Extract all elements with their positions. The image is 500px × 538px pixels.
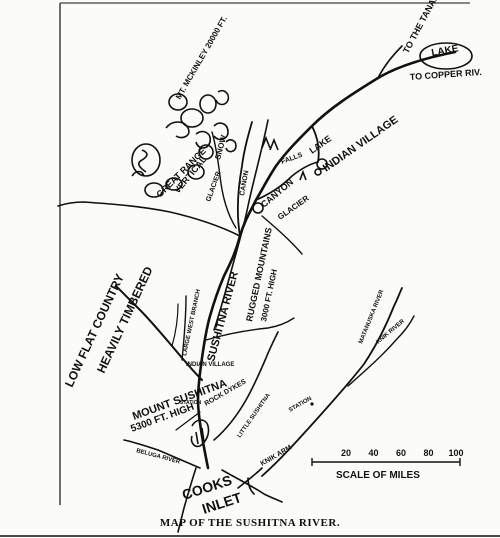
tanana-branch [377,45,403,79]
map-labels: TO THE TANANA LAKE TO COPPER RIV. MT. MC… [62,0,482,517]
label-knik-arm: KNIK ARM [260,444,294,468]
little-sushitna-river [213,331,279,441]
label-little-sushitna: LITTLE SUSHITNA [237,392,273,439]
large-west-branch-river [115,285,203,381]
inlet-tip [247,477,255,495]
station-knik-dot [310,402,314,406]
cooks-inlet-coast [177,467,283,533]
northwest-tributary [57,201,241,237]
mountain-glyph [195,130,212,149]
lake-indian-village-marker [316,158,328,170]
label-lake-indian: LAKE [307,133,333,155]
east-parallel-tributary [213,119,269,331]
label-indian-village-upper: INDIAN VILLAGE [321,114,400,175]
mountain-glyph [225,139,237,153]
knik-river-line [347,315,415,387]
scale-ticks: 20 40 60 80 100 [341,448,464,458]
label-to-copper-riv: TO COPPER RIV. [409,67,482,82]
scale-tick-label: 80 [423,448,433,458]
label-glacier-mid: GLACIER [276,193,311,221]
mckinley-range-drawing [131,89,237,198]
label-glacier-west: GLACIER [205,171,222,203]
station-tributary [175,411,201,431]
label-falls: FALLS [280,152,304,166]
mountain-glyph [190,419,210,448]
mountain-glyph [144,182,164,198]
matanuska-knik-river [261,287,403,477]
label-mt-mckinley: MT. MCKINLEY 20000 FT. [174,15,229,101]
scale-tick-label: 40 [368,448,378,458]
label-lake-ne: LAKE [431,43,460,59]
glacier-tributary [211,131,237,229]
mountain-glyph [138,149,148,173]
rugged-mountains-hatching [261,135,307,181]
beluga-river-line [123,439,201,469]
mountain-glyph [131,143,161,177]
mountain-glyph [199,94,217,114]
knik-arm-line [237,467,263,489]
mountain-glyph [165,121,190,139]
scale-tick-label: 100 [448,448,463,458]
mountain-glyph [261,135,279,151]
sushitna-main-river [196,50,457,470]
canyon-east-tributary [255,161,319,201]
inlet-east-shore [221,469,283,503]
west-branch-upper [181,295,187,361]
mountain-glyph [180,108,204,128]
label-station-lower: STATION [180,400,202,406]
mountain-glyph [299,169,307,181]
village-marker [314,168,322,176]
inlet-west-shore [177,467,197,533]
river-network [57,45,457,489]
canon-tributary [236,121,253,237]
mountain-glyph [187,164,205,180]
mountain-glyph [195,427,205,445]
mountain-glyph [215,89,230,106]
mountain-glyph [198,144,214,160]
mountain-glyph [165,177,183,191]
scale-tick-label: 20 [341,448,351,458]
rugged-tributary [261,215,303,255]
mountain-glyph [168,93,188,111]
label-indian-village-lower: INDIAN VILLAGE [186,362,234,368]
lower-east-tributary [205,317,295,341]
mount-sushitna-drawing [190,419,210,448]
map-caption: MAP OF THE SUSHITNA RIVER. [160,517,340,529]
scale-label: SCALE OF MILES [336,470,420,481]
mountain-glyph [131,170,145,177]
mountain-glyph [213,122,229,141]
canyon-marker [252,202,264,214]
upper-east-branch [311,125,320,163]
tanana-lake-shape [419,42,473,70]
scale-tick-label: 60 [396,448,406,458]
label-knik-river: KNIK RIVER [375,318,406,345]
label-station-knik: STATION [288,396,313,414]
west-branch-fork [171,303,179,347]
scale-of-miles: 20 40 60 80 100 SCALE OF MILES [311,448,464,481]
